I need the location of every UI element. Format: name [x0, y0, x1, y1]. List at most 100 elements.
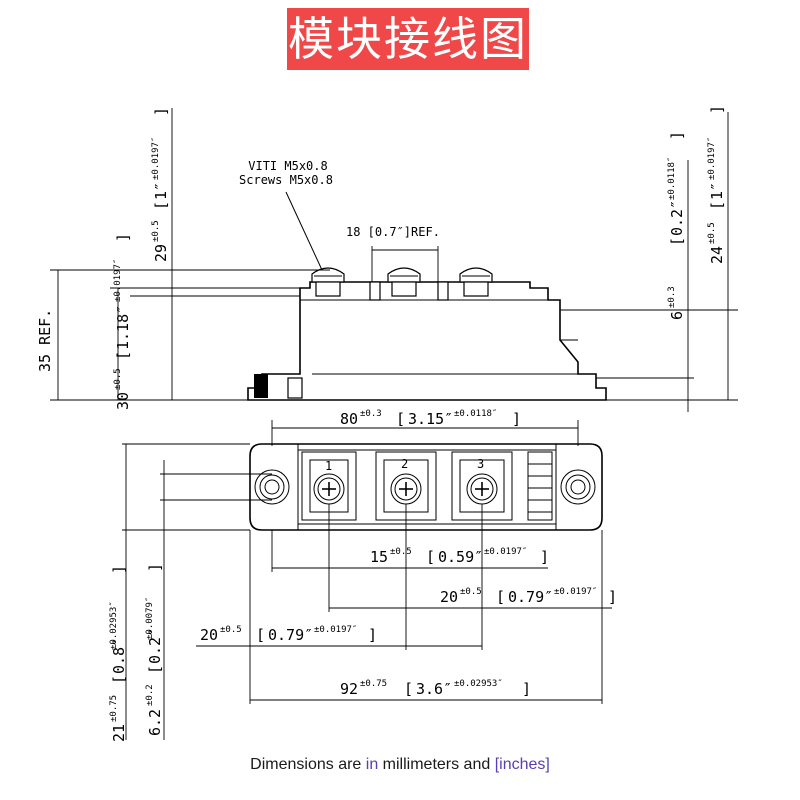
svg-text:]: ] [146, 563, 164, 572]
dim-6-2: 6.2 ±0.2 [ 0.2″ ±0.0079″ ] [145, 563, 164, 736]
callout-line-1: VITI M5x0.8 [248, 159, 327, 173]
footer-part-2: in [365, 756, 379, 773]
terminal-3-label: 3 [477, 457, 484, 471]
svg-text:29: 29 [152, 244, 170, 262]
dim-20-lower: 20 ±0.5 [ 0.79″ ±0.0197″ ] [200, 625, 377, 644]
svg-text:0.79″: 0.79″ [268, 626, 313, 644]
dim-30: 30 ±0.5 [ 1.18″ ±0.0197″ ] [113, 233, 132, 410]
svg-text:[: [ [404, 680, 413, 698]
svg-text:[: [ [708, 201, 726, 210]
svg-text:]: ] [668, 131, 686, 140]
svg-text:±0.02953″: ±0.02953″ [454, 679, 503, 689]
pitch-ref-label: 18 [0.7″]REF. [346, 225, 440, 239]
svg-text:21: 21 [110, 724, 128, 742]
svg-text:±0.75: ±0.75 [109, 695, 119, 722]
svg-text:0.2″: 0.2″ [668, 200, 686, 236]
svg-text:0.8″: 0.8″ [110, 638, 128, 674]
callout-line-2: Screws M5x0.8 [239, 173, 333, 187]
aux-terminal-stack [527, 451, 553, 521]
svg-text:0.79″: 0.79″ [508, 588, 553, 606]
svg-text:[: [ [426, 548, 435, 566]
svg-text:1″: 1″ [152, 182, 170, 200]
svg-text:[: [ [668, 237, 686, 246]
svg-text:[: [ [110, 675, 128, 684]
svg-text:]: ] [114, 233, 132, 242]
callout-leader [285, 191, 323, 271]
dim-20-upper: 20 ±0.5 [ 0.79″ ±0.0197″ ] [440, 587, 617, 606]
svg-text:±0.3: ±0.3 [667, 286, 677, 308]
screw-1 [311, 267, 345, 297]
svg-text:[: [ [152, 201, 170, 210]
svg-text:15: 15 [370, 548, 388, 566]
svg-text:1″: 1″ [708, 182, 726, 200]
dim-92: 92 ±0.75 [ 3.6″ ±0.02953″ ] [340, 679, 531, 698]
dim-24: 24 ±0.5 [ 1″ ±0.0197″ ] [707, 105, 726, 264]
terminal-1-label: 1 [325, 459, 332, 473]
dim-35-ref: 35 REF. [36, 309, 54, 372]
svg-text:±0.2: ±0.2 [145, 684, 155, 706]
dim-21: 21 ±0.75 [ 0.8″ ±0.02953″ ] [109, 565, 128, 742]
svg-text:]: ] [540, 548, 549, 566]
svg-text:]: ] [608, 588, 617, 606]
svg-text:[: [ [146, 665, 164, 674]
mount-hole-left [254, 469, 290, 505]
plan-view: 80 ±0.3 [ 3.15″ ±0.0118″ ] [109, 409, 617, 742]
svg-text:0.2″: 0.2″ [146, 628, 164, 664]
footer-part-3: millimeters and [378, 756, 495, 773]
svg-text:±0.0197″: ±0.0197″ [314, 625, 357, 635]
svg-text:±0.0079″: ±0.0079″ [145, 597, 155, 640]
svg-text:]: ] [522, 680, 531, 698]
screw-2 [387, 267, 421, 297]
svg-text:±0.5: ±0.5 [220, 625, 242, 635]
mount-bushing-right [287, 377, 303, 399]
svg-text:[: [ [396, 410, 405, 428]
svg-text:±0.3: ±0.3 [360, 409, 382, 419]
svg-text:1.18″: 1.18″ [114, 305, 132, 350]
svg-text:24: 24 [708, 246, 726, 264]
svg-text:[: [ [256, 626, 265, 644]
svg-text:±0.5: ±0.5 [707, 222, 717, 244]
svg-text:20: 20 [440, 588, 458, 606]
mount-bushing-left [254, 374, 268, 398]
svg-text:[: [ [114, 351, 132, 360]
svg-text:±0.0197″: ±0.0197″ [707, 137, 717, 180]
svg-text:±0.0197″: ±0.0197″ [484, 547, 527, 557]
dim-80: 80 ±0.3 [ 3.15″ ±0.0118″ ] [340, 409, 521, 428]
svg-text:±0.5: ±0.5 [113, 368, 123, 390]
svg-text:6: 6 [668, 311, 686, 320]
svg-text:±0.0118″: ±0.0118″ [667, 157, 677, 200]
dim-15: 15 ±0.5 [ 0.59″ ±0.0197″ ] [370, 547, 549, 566]
svg-text:±0.5: ±0.5 [460, 587, 482, 597]
svg-text:3.15″: 3.15″ [408, 410, 453, 428]
svg-text:30: 30 [114, 392, 132, 410]
terminal-2-label: 2 [401, 457, 408, 471]
svg-text:±0.0118″: ±0.0118″ [454, 409, 497, 419]
svg-text:3.6″: 3.6″ [416, 680, 452, 698]
svg-text:±0.0197″: ±0.0197″ [113, 259, 123, 302]
footer-part-1: Dimensions are [250, 756, 366, 773]
svg-text:80: 80 [340, 410, 358, 428]
svg-text:[: [ [496, 588, 505, 606]
svg-text:]: ] [708, 105, 726, 114]
svg-text:]: ] [512, 410, 521, 428]
svg-text:±0.75: ±0.75 [360, 679, 387, 689]
svg-text:]: ] [110, 565, 128, 574]
footer-note: Dimensions are in millimeters and [inche… [0, 756, 800, 774]
svg-text:0.59″: 0.59″ [438, 548, 483, 566]
dim-6: 6 ±0.3 [ 0.2″ ±0.0118″ ] [667, 131, 686, 320]
svg-text:6.2: 6.2 [146, 709, 164, 736]
side-view: VITI M5x0.8 Screws M5x0.8 18 [0.7″]REF. … [36, 105, 738, 412]
svg-text:±0.0197″: ±0.0197″ [554, 587, 597, 597]
mount-hole-right [560, 469, 596, 505]
svg-text:20: 20 [200, 626, 218, 644]
footer-part-4: [inches] [494, 756, 550, 773]
svg-text:±0.0197″: ±0.0197″ [151, 137, 161, 180]
dim-29: 29 ±0.5 [ 1″ ±0.0197″ ] [151, 107, 170, 262]
module-plan-outline [249, 443, 603, 531]
svg-text:]: ] [152, 107, 170, 116]
svg-text:]: ] [368, 626, 377, 644]
svg-text:92: 92 [340, 680, 358, 698]
diagram-title: 模块接线图 [287, 8, 529, 70]
svg-text:±0.5: ±0.5 [390, 547, 412, 557]
